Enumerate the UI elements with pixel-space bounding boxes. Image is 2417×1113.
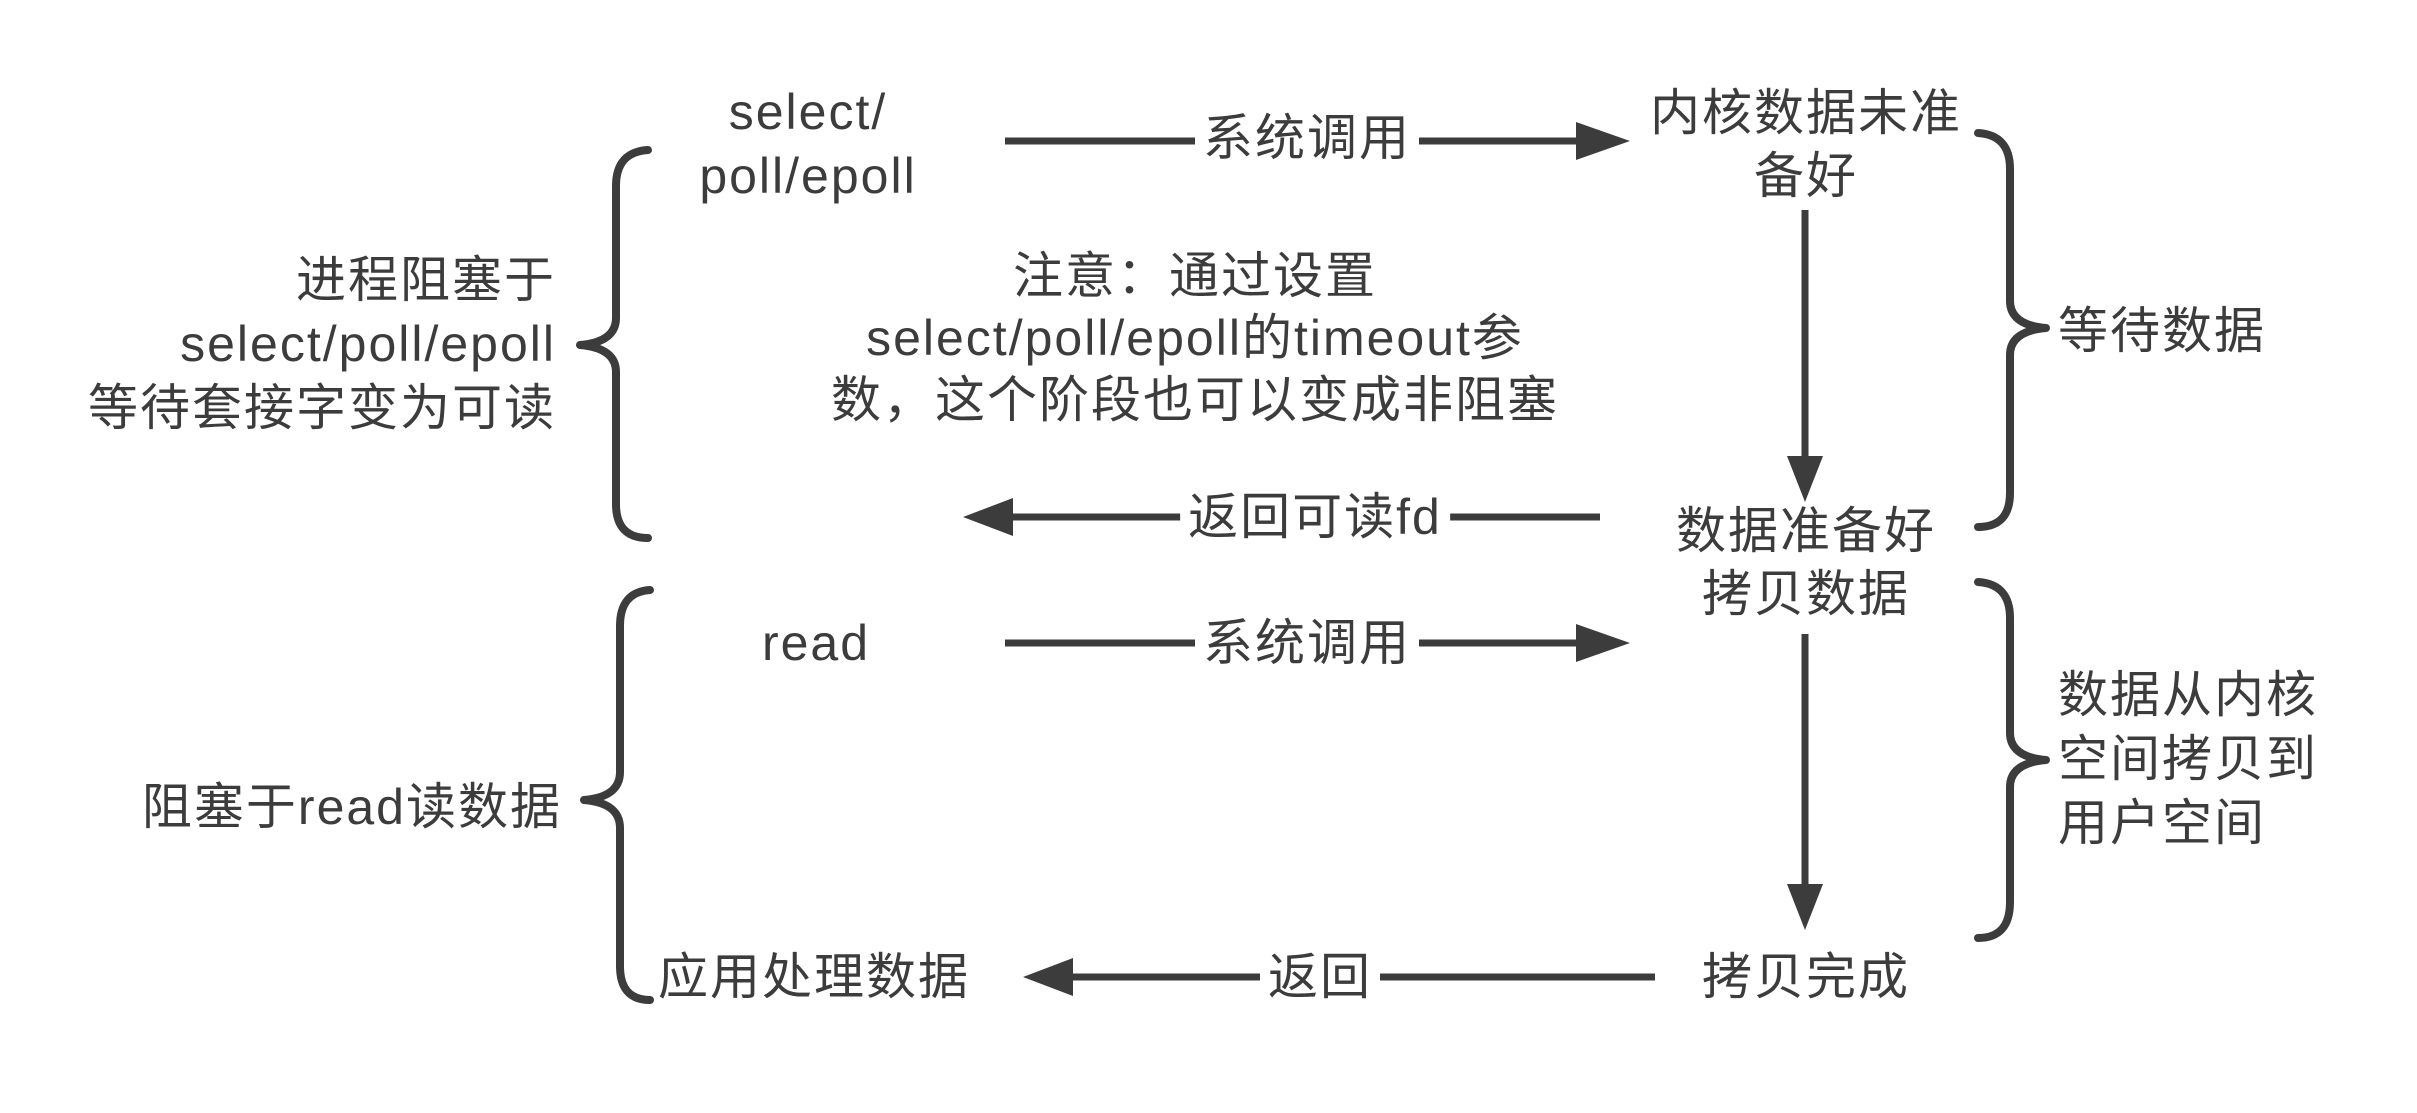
- wait-phase-arrowhead-icon: [1787, 456, 1823, 502]
- arrow-label-return: 返回: [1260, 946, 1380, 1009]
- brace-left-read-icon: [580, 586, 654, 1004]
- node-select-poll-epoll: select/ poll/epoll: [699, 84, 917, 204]
- node-kernel-data-not-ready: 内核数据未准 备好: [1650, 85, 1962, 204]
- return-arrowhead-icon: [1023, 958, 1073, 996]
- brace-right-copy-icon: [1974, 578, 2050, 942]
- arrow-label-syscall-1: 系统调用: [1195, 107, 1419, 170]
- node-read-call: read: [761, 615, 871, 671]
- brace-right-wait-icon: [1974, 129, 2050, 531]
- note-timeout-nonblocking: 注意：通过设置 select/poll/epoll的timeout参 数，这个阶…: [831, 248, 1559, 428]
- copy-phase-arrowhead-icon: [1787, 884, 1823, 930]
- arrow-label-syscall-2: 系统调用: [1195, 612, 1419, 675]
- label-copy-kernel-to-user: 数据从内核 空间拷贝到 用户空间: [2058, 667, 2318, 851]
- label-process-blocked-on-select: 进程阻塞于 select/poll/epoll 等待套接字变为可读: [88, 252, 556, 436]
- node-copy-complete: 拷贝完成: [1702, 949, 1910, 1005]
- syscall-2-arrowhead-icon: [1576, 624, 1630, 662]
- syscall-1-arrowhead-icon: [1576, 122, 1630, 160]
- label-wait-data: 等待数据: [2058, 303, 2266, 359]
- brace-left-select-icon: [576, 146, 652, 542]
- node-app-process-data: 应用处理数据: [658, 949, 970, 1005]
- node-data-ready-copy: 数据准备好 拷贝数据: [1676, 503, 1936, 622]
- arrow-label-return-readable-fd: 返回可读fd: [1180, 486, 1450, 549]
- return-fd-arrowhead-icon: [963, 498, 1013, 536]
- label-blocked-on-read: 阻塞于read读数据: [141, 779, 562, 835]
